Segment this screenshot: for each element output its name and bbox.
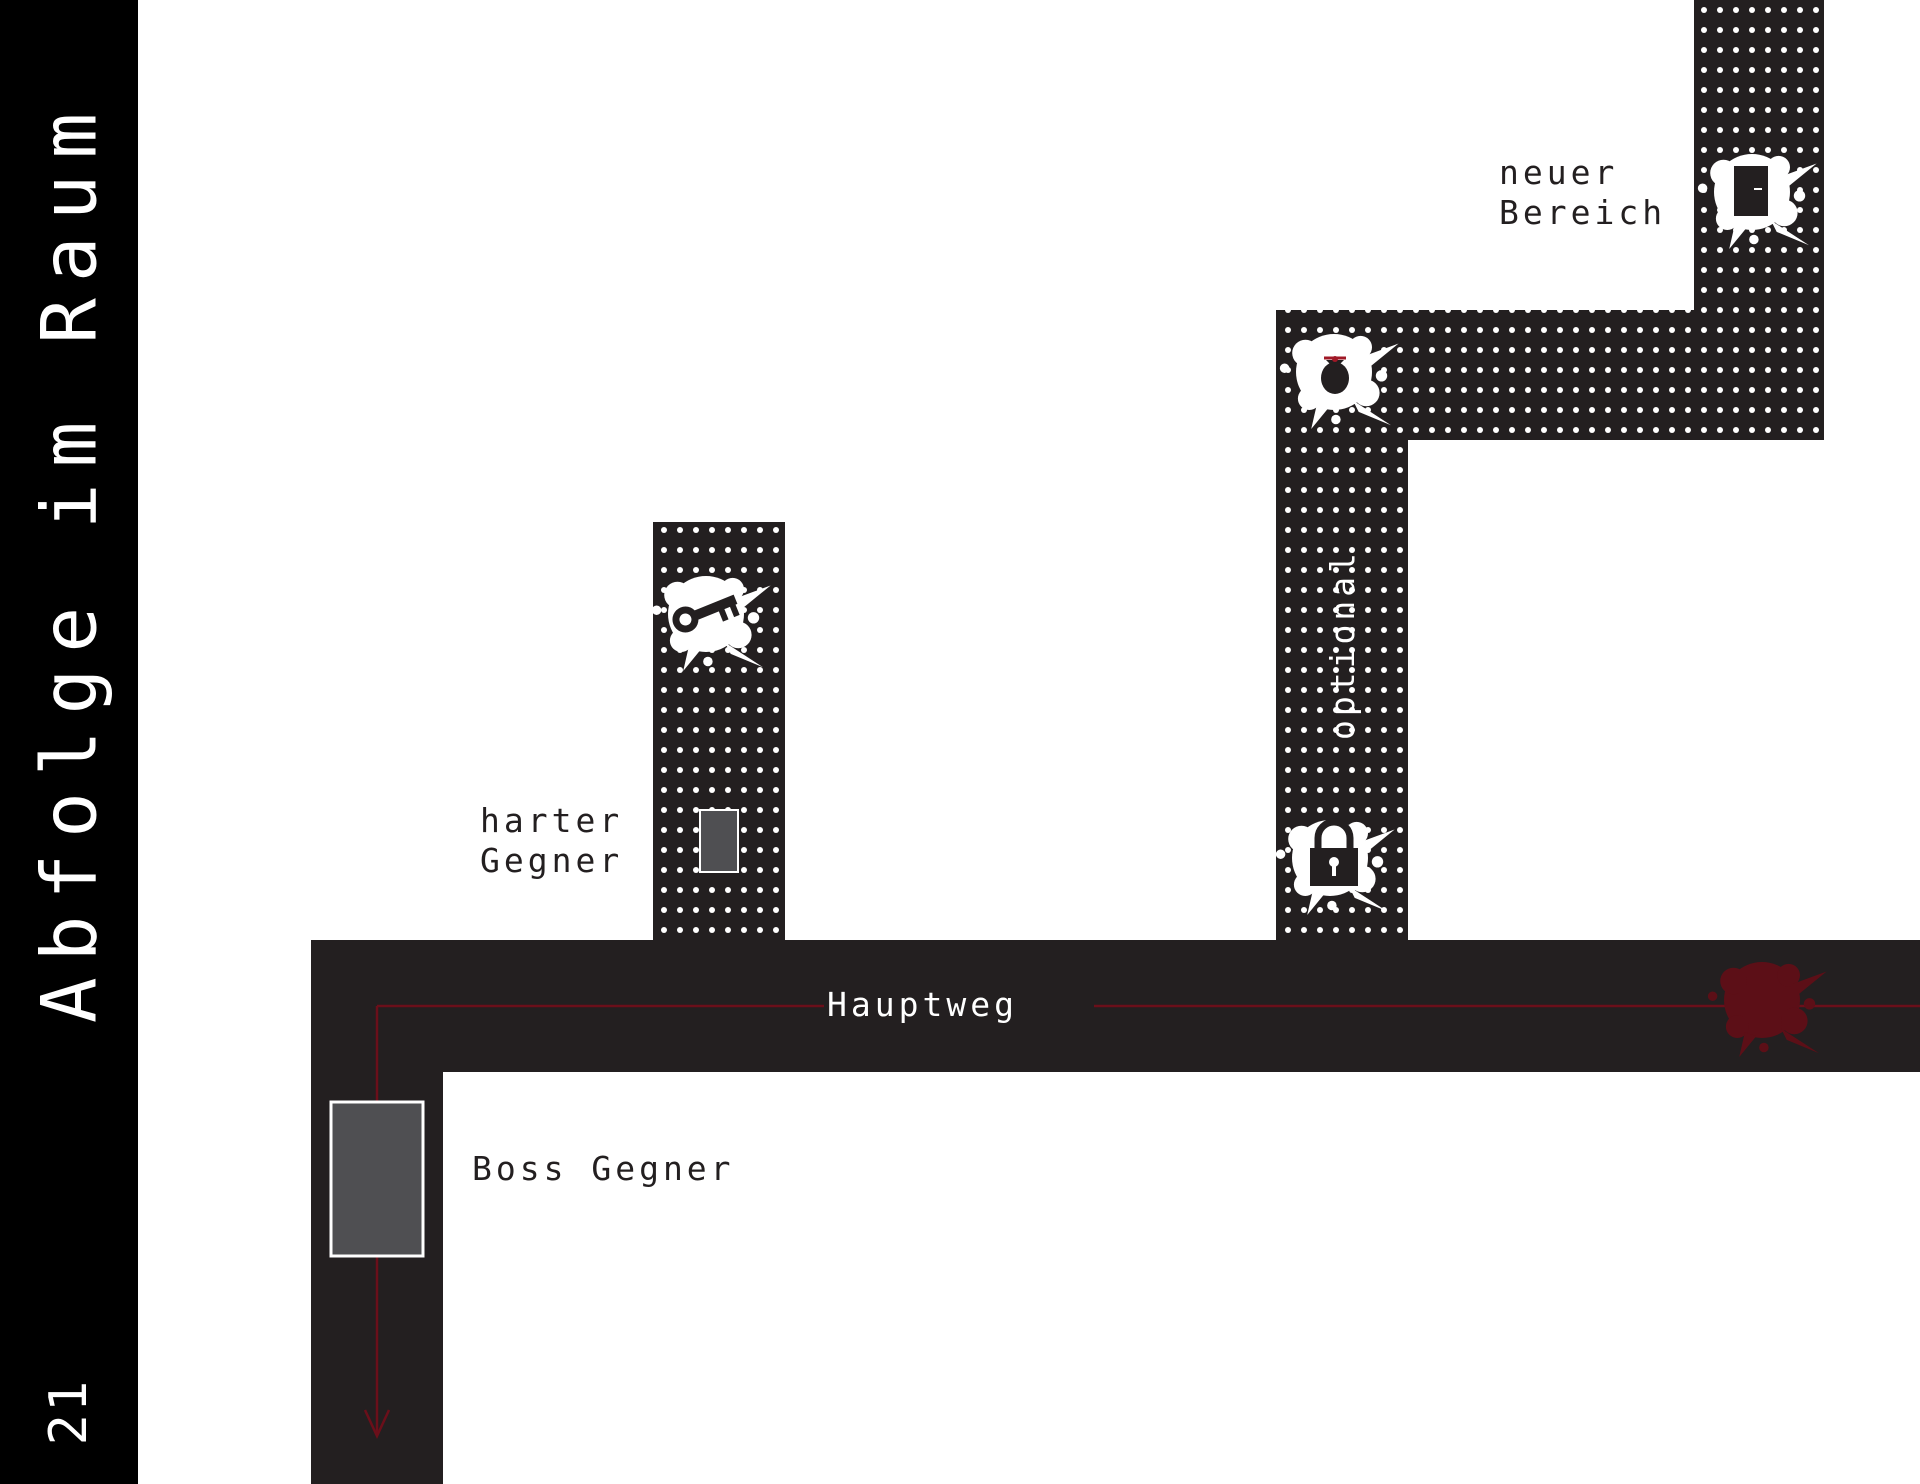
sidebar: Abfolge im Raum 21 (0, 0, 138, 1484)
key-icon (672, 594, 740, 633)
lock-icon (1310, 818, 1358, 886)
hard-enemy-label-2: Gegner (480, 841, 623, 880)
hard-enemy-label-1: harter (480, 801, 623, 840)
new-area-label-2: Bereich (1499, 193, 1666, 232)
optional-label: optional (1323, 549, 1362, 740)
door-icon (1734, 166, 1768, 216)
money-bag-icon (1321, 356, 1349, 394)
main-path-label: Hauptweg (827, 985, 1018, 1024)
new-area-label-1: neuer (1499, 153, 1618, 192)
hard-enemy-block (699, 809, 739, 873)
boss-enemy-block (329, 1100, 425, 1258)
boss-enemy-label: Boss Gegner (472, 1149, 735, 1188)
